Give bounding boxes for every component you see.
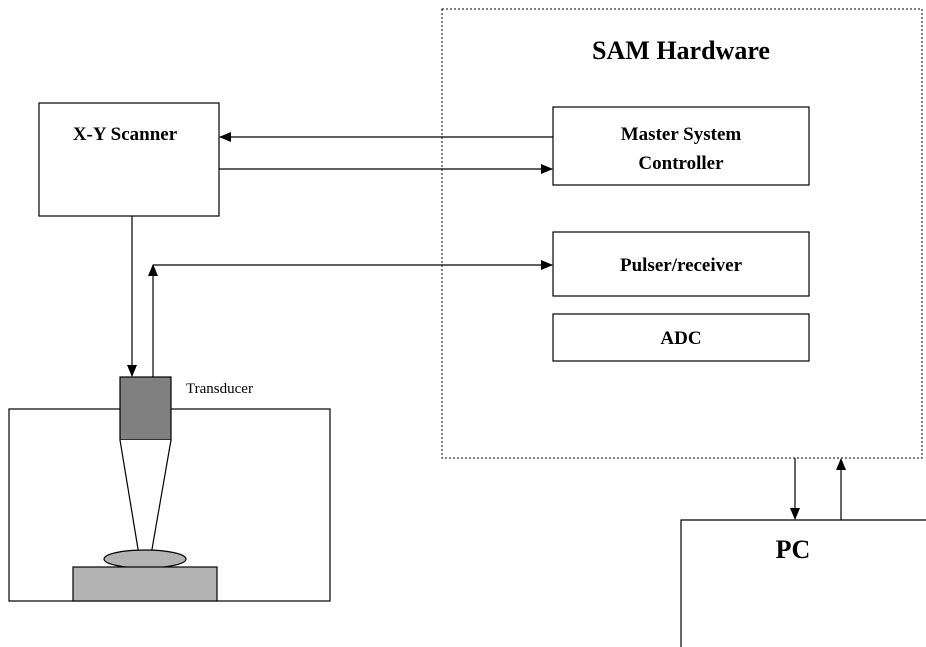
sam-hardware-title: SAM Hardware — [592, 36, 770, 65]
pulser-receiver-label: Pulser/receiver — [620, 255, 743, 276]
pc-label: PC — [776, 535, 811, 564]
sample-stage — [72, 566, 218, 602]
master-system-controller-box — [552, 106, 810, 186]
sam-hardware-box — [441, 8, 923, 459]
xy-scanner-label: X-Y Scanner — [73, 124, 178, 145]
master-system-controller-line1: Master System — [621, 124, 742, 145]
transducer — [119, 376, 172, 441]
adc-box — [552, 313, 810, 362]
pulser-receiver-box — [552, 231, 810, 297]
transducer-label: Transducer — [186, 381, 253, 397]
xy-scanner-box — [38, 102, 220, 217]
sample-lens — [103, 549, 187, 569]
master-system-controller-line2: Controller — [638, 153, 724, 174]
pc-box — [680, 519, 926, 647]
adc-label: ADC — [660, 328, 701, 349]
